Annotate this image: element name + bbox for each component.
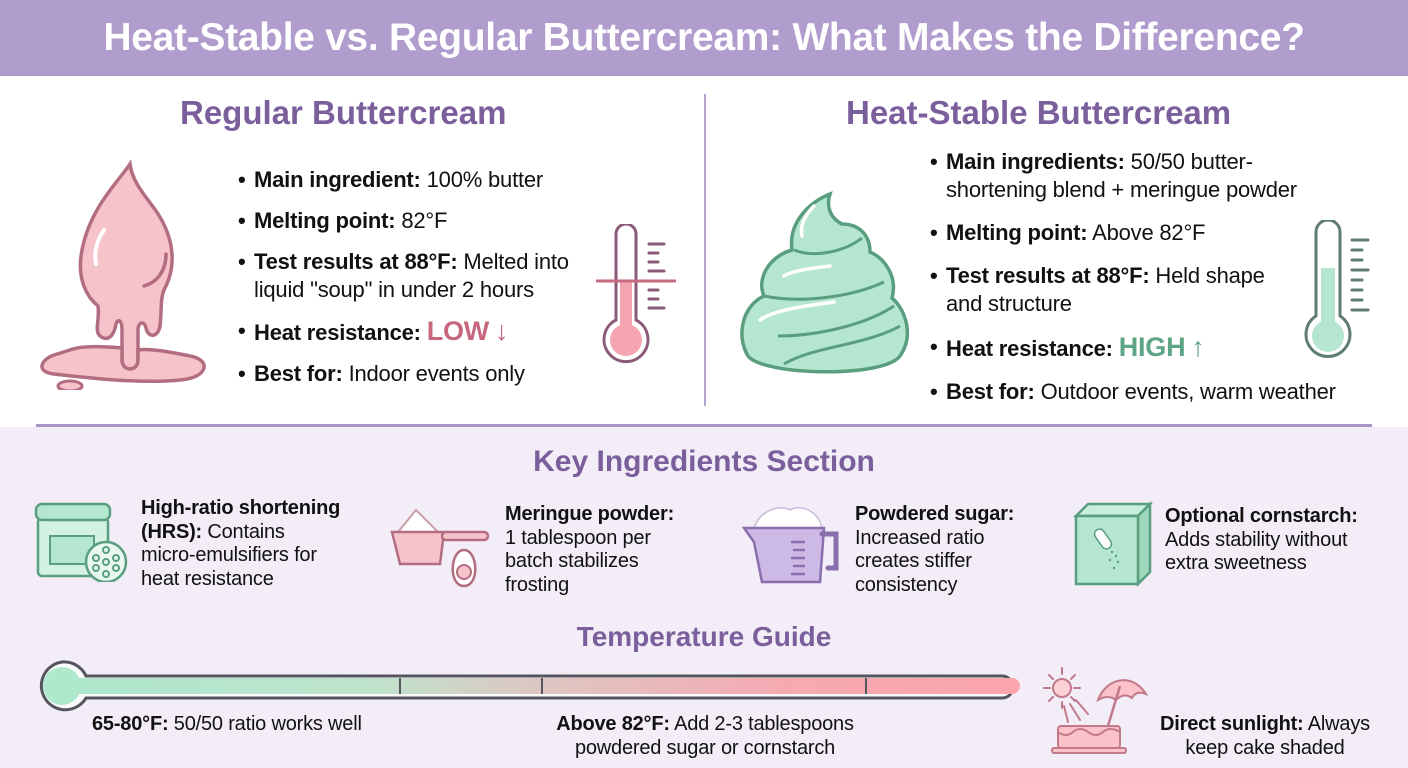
measuring-cup-icon bbox=[741, 507, 839, 584]
shortening-tub-icon bbox=[34, 502, 128, 582]
bullet-best-for: Best for: Outdoor events, warm weather bbox=[930, 378, 1336, 406]
temperature-gauge-icon bbox=[39, 660, 1020, 712]
bottom-section bbox=[0, 427, 1408, 768]
temperature-guide-title: Temperature Guide bbox=[576, 621, 832, 652]
ingredients-title: Key Ingredients Section bbox=[533, 445, 875, 478]
low-badge: LOW bbox=[426, 316, 490, 346]
header-banner: Heat-Stable vs. Regular Buttercream: Wha… bbox=[0, 0, 1408, 76]
regular-title: Regular Buttercream bbox=[180, 94, 507, 131]
bullet-main-ingredient: Main ingredient: 100% butter bbox=[238, 166, 569, 194]
bullet-heat-resistance: Heat resistance: HIGH ↑ bbox=[930, 333, 1336, 363]
arrow-up-icon: ↑ bbox=[1191, 332, 1205, 362]
ingredient-cornstarch: Optional cornstarch:Adds stability witho… bbox=[1165, 505, 1358, 574]
bullet-melting-point: Melting point: 82°F bbox=[238, 207, 569, 235]
bullet-test-results: Test results at 88°F: Melted intoliquid … bbox=[238, 248, 569, 304]
section-divider bbox=[36, 424, 1372, 427]
arrow-down-icon: ↓ bbox=[495, 316, 509, 346]
bullet-main-ingredients: Main ingredients: 50/50 butter-shortenin… bbox=[930, 148, 1336, 204]
melting-drop-icon bbox=[40, 160, 206, 390]
heat-stable-title: Heat-Stable Buttercream bbox=[846, 94, 1232, 131]
regular-bullets: Main ingredient: 100% butter Melting poi… bbox=[238, 166, 569, 388]
temp-range-65-80: 65-80°F: 50/50 ratio works well bbox=[92, 713, 362, 735]
heat-stable-bullets: Main ingredients: 50/50 butter-shortenin… bbox=[930, 148, 1336, 406]
measuring-scoop-egg-icon bbox=[390, 508, 490, 588]
comparison-section: Regular Buttercream Main ingredient: 100… bbox=[0, 76, 1408, 424]
page-title: Heat-Stable vs. Regular Buttercream: Wha… bbox=[103, 16, 1305, 59]
high-badge: HIGH bbox=[1118, 332, 1186, 362]
thermometer-high-icon bbox=[1304, 220, 1370, 358]
bullet-heat-resistance: Heat resistance: LOW ↓ bbox=[238, 317, 569, 347]
bullet-melting-point: Melting point: Above 82°F bbox=[930, 219, 1336, 247]
sun-umbrella-cake-icon bbox=[1043, 667, 1149, 754]
thermometer-low-icon bbox=[596, 224, 676, 364]
column-divider bbox=[704, 94, 706, 406]
bullet-best-for: Best for: Indoor events only bbox=[238, 360, 569, 388]
cornstarch-box-icon bbox=[1072, 500, 1154, 588]
frosting-swirl-icon bbox=[740, 190, 910, 374]
